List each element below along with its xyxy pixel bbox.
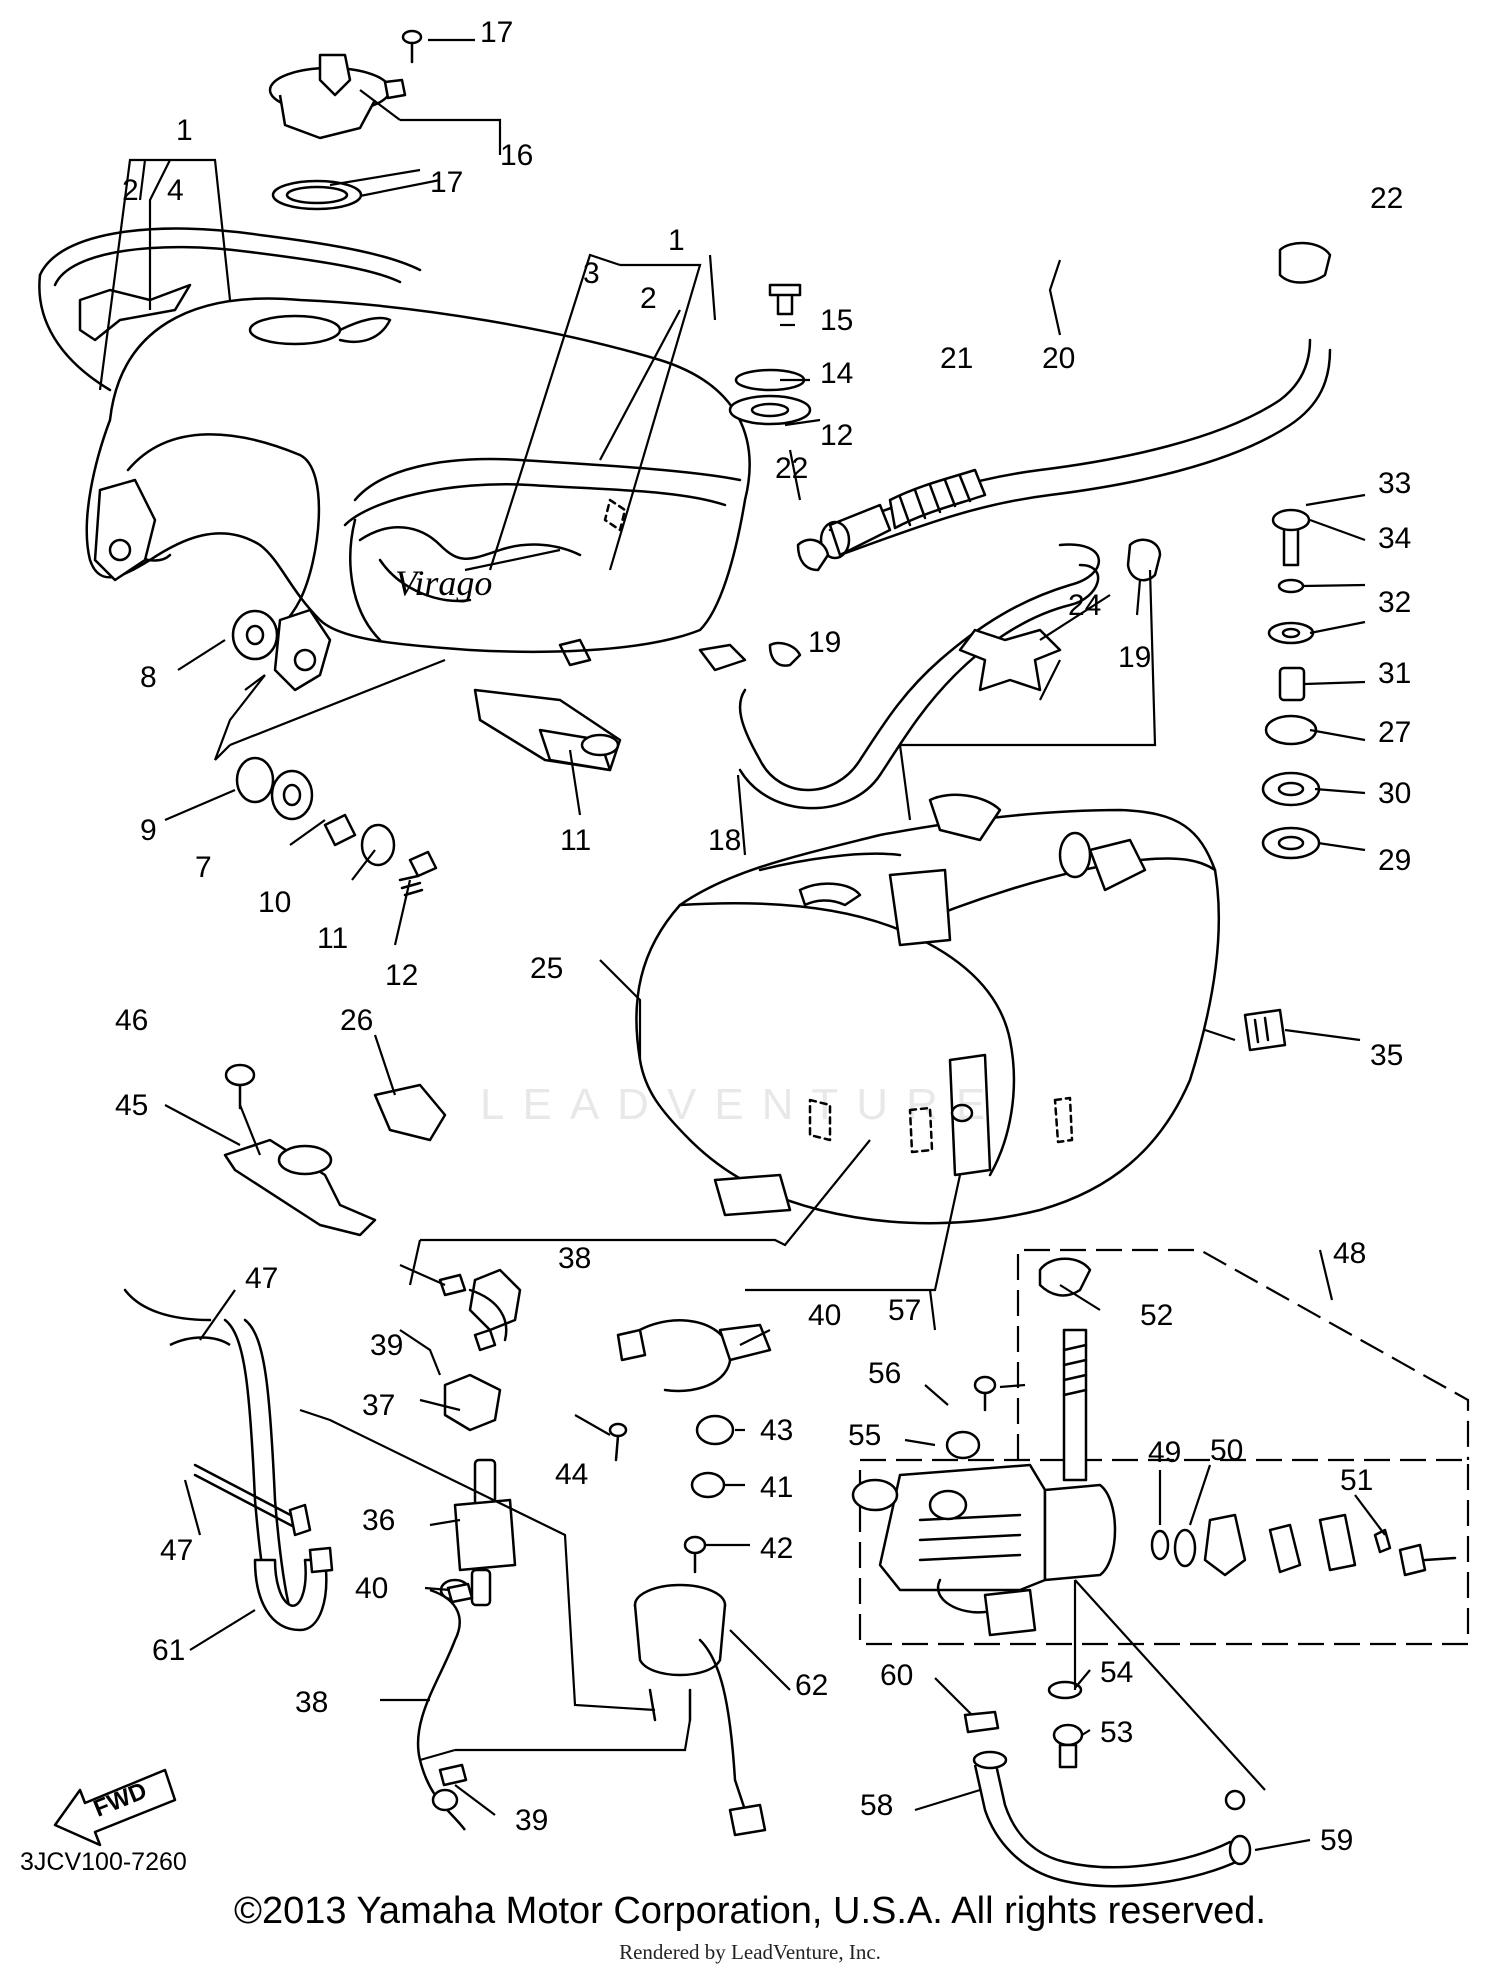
- diagram-code: 3JCV100-7260: [20, 1848, 187, 1876]
- callout-17: 17: [480, 16, 513, 49]
- callout-28: 30: [1378, 777, 1411, 810]
- callout-36: 38: [558, 1242, 591, 1275]
- callout-37: 38: [295, 1686, 328, 1719]
- callout-12: 12: [820, 419, 853, 452]
- callout-31: 33: [1378, 467, 1411, 500]
- tank-cover: Virago: [38, 227, 751, 692]
- callout-60: 60: [880, 1659, 913, 1692]
- callout-10: 12: [385, 959, 418, 992]
- callout-47-bottom: 47: [160, 1534, 193, 1567]
- copyright-notice: ©2013 Yamaha Motor Corporation, U.S.A. A…: [234, 1890, 1266, 1932]
- callout-54: 54: [1100, 1656, 1133, 1689]
- callout-35: 37: [362, 1389, 395, 1422]
- callout-30: 32: [1378, 586, 1411, 619]
- callout-34: 36: [362, 1504, 395, 1537]
- callout-41: 41: [760, 1471, 793, 1504]
- callout-55: 55: [848, 1419, 881, 1452]
- callout-24: 25: [530, 952, 563, 985]
- callout-59: 59: [1320, 1824, 1353, 1857]
- hose-set: [698, 241, 1332, 810]
- callout-1-cover: 1: [176, 114, 193, 147]
- callout-43: 43: [760, 1414, 793, 1447]
- callout-15: 16: [500, 139, 533, 172]
- callout-25: 26: [340, 1004, 373, 1037]
- callout-16: 17: [430, 166, 463, 199]
- fuel-tank: [635, 793, 1221, 1225]
- pump-assembly: [416, 1268, 772, 1837]
- callout-18: 18: [708, 824, 741, 857]
- leader-lines: [98, 38, 1386, 1852]
- callout-45: 45: [115, 1089, 148, 1122]
- callout-33: 35: [1370, 1039, 1403, 1072]
- callout-38-top: 39: [370, 1329, 403, 1362]
- callout-6: 8: [140, 661, 157, 694]
- callout-58: 58: [860, 1789, 893, 1822]
- callout-51: 51: [1340, 1464, 1373, 1497]
- callout-62: 62: [795, 1669, 828, 1702]
- callout-2-tank: 2: [640, 282, 657, 315]
- callout-48: 48: [1333, 1237, 1366, 1270]
- rendered-by-notice: Rendered by LeadVenture, Inc.: [619, 1940, 881, 1964]
- callout-44: 44: [555, 1458, 588, 1491]
- callout-21: 21: [940, 342, 973, 375]
- callout-22-left: 22: [775, 452, 808, 485]
- callout-26: 27: [1378, 716, 1411, 749]
- callout-49: 49: [1148, 1436, 1181, 1469]
- callout-40: 40: [808, 1299, 841, 1332]
- callout-14: 15: [820, 304, 853, 337]
- callouts: 17 1 2 4 16 17 1 2 3 15 14 12 22 21 20 2…: [115, 16, 1411, 1857]
- callout-23: 24: [1068, 589, 1101, 622]
- fuel-cap: [268, 29, 423, 211]
- callout-7: 9: [140, 814, 157, 847]
- svg-text:Virago: Virago: [395, 563, 492, 603]
- bracket-left: [223, 1063, 447, 1237]
- callout-8: 10: [258, 886, 291, 919]
- callout-13: 14: [820, 357, 853, 390]
- fwd-arrow: [53, 1768, 177, 1847]
- callout-2-cover: 2: [122, 174, 139, 207]
- callout-27: 29: [1378, 844, 1411, 877]
- watermark: LEADVENTURE: [480, 1080, 1004, 1129]
- callout-57: 57: [888, 1294, 921, 1327]
- callout-1-tank: 1: [668, 224, 685, 257]
- callout-53: 53: [1100, 1716, 1133, 1749]
- callout-56: 56: [868, 1357, 901, 1390]
- callout-19-left: 19: [808, 626, 841, 659]
- callout-5: 7: [195, 851, 212, 884]
- callout-11: 11: [560, 824, 591, 857]
- callout-47-top: 47: [245, 1262, 278, 1295]
- callout-61: 61: [152, 1634, 185, 1667]
- callout-4: 4: [167, 174, 184, 207]
- callout-32: 34: [1378, 522, 1411, 555]
- mount-hardware-right: [1243, 508, 1321, 1052]
- mount-hardware-top: [728, 283, 812, 426]
- callout-9: 11: [317, 922, 348, 955]
- mount-hardware-left: [231, 609, 622, 897]
- callout-19-right: 19: [1118, 641, 1151, 674]
- callout-42: 42: [760, 1532, 793, 1565]
- callout-50: 50: [1210, 1434, 1243, 1467]
- callout-38-bottom: 40: [355, 1572, 388, 1605]
- fuel-cock-assembly: [851, 1248, 1470, 1888]
- callout-20: 20: [1042, 342, 1075, 375]
- callout-52: 52: [1140, 1299, 1173, 1332]
- callout-39: 39: [515, 1804, 548, 1837]
- callout-3: 3: [583, 257, 600, 290]
- callout-29: 31: [1378, 657, 1411, 690]
- vent-hose: [123, 1288, 334, 1632]
- callout-22-right: 22: [1370, 182, 1403, 215]
- callout-46: 46: [115, 1004, 148, 1037]
